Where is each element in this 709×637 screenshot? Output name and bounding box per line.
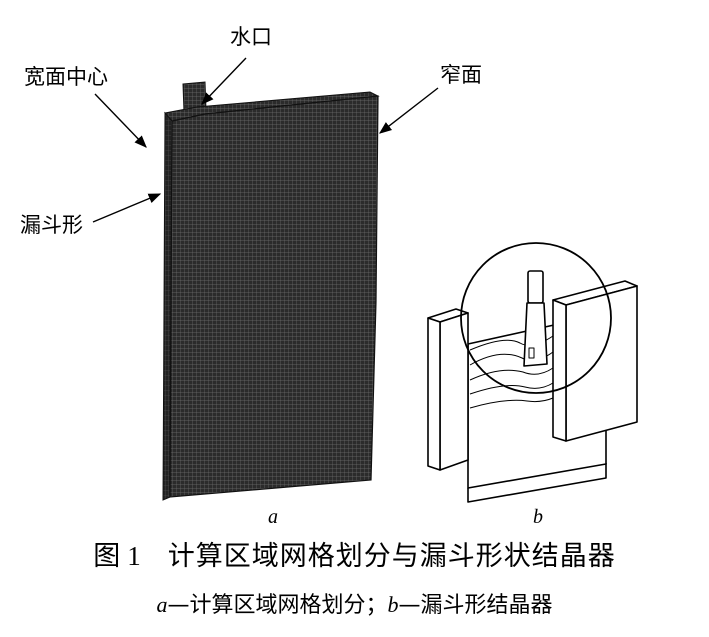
caption-sub-b-letter: b — [387, 592, 399, 617]
annotation-arrows-a — [92, 57, 439, 223]
caption-prefix: 图 — [93, 541, 122, 572]
mold-right-plate-side — [552, 299, 567, 442]
funnel-mold-b — [427, 242, 638, 503]
caption-sub-b-text: —漏斗形结晶器 — [398, 593, 553, 618]
sublabel-a: a — [268, 506, 278, 528]
mold-left-plate-front — [427, 317, 441, 471]
label-nozzle: 水口 — [230, 25, 272, 49]
mold-nozzle — [527, 270, 544, 304]
sublabel-b: b — [533, 506, 543, 528]
arrow-narrow-face — [379, 87, 439, 134]
mold-right-plate-front — [565, 285, 638, 442]
detail-circle — [460, 242, 612, 394]
arrow-nozzle — [201, 57, 247, 105]
caption-sub-a-letter: a — [156, 592, 168, 617]
arrow-funnel — [92, 193, 162, 223]
label-narrow-face: 窄面 — [440, 63, 482, 87]
label-funnel: 漏斗形 — [20, 213, 83, 237]
label-wide-face-center: 宽面中心 — [24, 65, 108, 89]
mold-base-edge — [467, 463, 607, 503]
mold-nozzle-port — [528, 347, 535, 359]
mesh-model-a — [162, 81, 380, 501]
caption-title-text: 计算区域网格划分与漏斗形状结晶器 — [167, 541, 616, 572]
caption-sub-a-text: —计算区域网格划分； — [167, 593, 388, 618]
figure-caption-subtitle: a—计算区域网格划分；b—漏斗形结晶器 — [0, 594, 709, 617]
caption-number: 1 — [127, 541, 142, 571]
funnel-curves — [469, 335, 554, 409]
wide-face-mesh — [169, 95, 379, 498]
mold-nozzle-body — [523, 302, 548, 367]
arrow-wide-face-center — [94, 93, 147, 148]
